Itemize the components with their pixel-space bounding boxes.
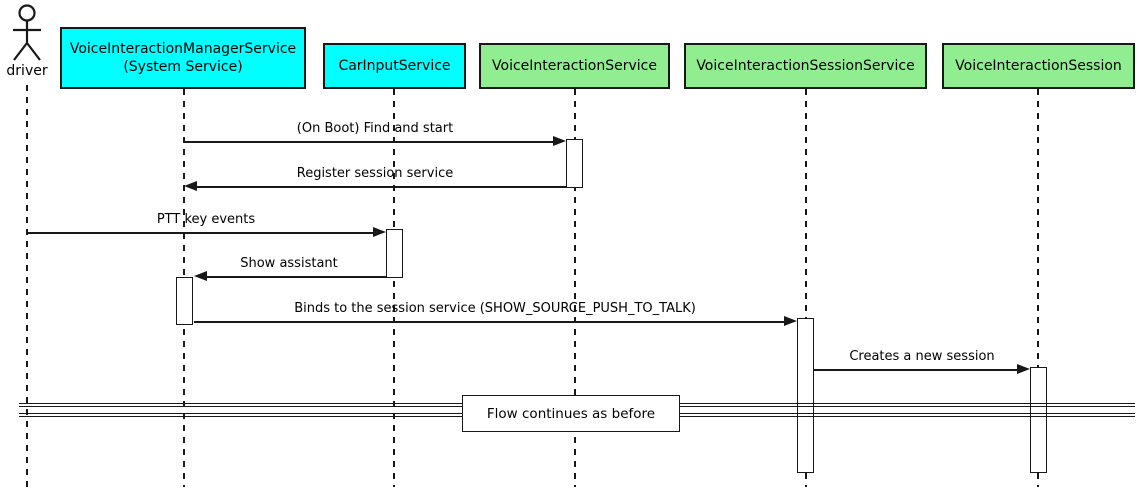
lifeline-carinputservice [393, 89, 395, 487]
participant-voiceinteractionsessionservice: VoiceInteractionSessionService [684, 43, 927, 89]
participant-voiceinteractionmanagerservice: VoiceInteractionManagerService (System S… [60, 27, 306, 89]
activation-voiceinteractionservice [566, 139, 583, 188]
lifeline-voiceinteractionservice [574, 89, 576, 487]
activation-voiceinteractionsession [1030, 367, 1047, 473]
message-line [194, 321, 785, 323]
activation-voiceinteractionsessionservice [797, 318, 814, 473]
message-label: PTT key events [156, 212, 256, 227]
message-line [196, 186, 566, 188]
message-line [814, 369, 1018, 371]
lifeline-driver [26, 85, 28, 487]
participant-label: VoiceInteractionSession [955, 57, 1122, 74]
message-line [27, 232, 373, 234]
participant-label: VoiceInteractionSessionService [696, 57, 915, 74]
divider-label: Flow continues as before [486, 405, 656, 422]
participant-sublabel: (System Service) [123, 59, 243, 75]
activation-voiceinteractionmanagerservice [176, 277, 193, 325]
message-label: (On Boot) Find and start [296, 121, 454, 136]
activation-carinputservice [386, 229, 403, 278]
message-line [184, 141, 554, 143]
arrowhead-right-icon [373, 227, 386, 237]
participant-label: VoiceInteractionService [492, 57, 657, 74]
participant-label: CarInputService [338, 57, 451, 74]
lifeline-voiceinteractionsession [1037, 89, 1039, 487]
lifeline-voiceinteractionsessionservice [805, 89, 807, 487]
participant-voiceinteractionservice: VoiceInteractionService [479, 43, 670, 89]
participant-carinputservice: CarInputService [323, 43, 466, 89]
arrowhead-right-icon [1017, 364, 1030, 374]
message-label: Register session service [296, 166, 454, 181]
actor-icon [13, 4, 41, 61]
arrowhead-right-icon [784, 316, 797, 326]
actor-label: driver [6, 63, 48, 79]
divider-label-box: Flow continues as before [462, 395, 680, 432]
arrowhead-right-icon [553, 136, 566, 146]
participant-voiceinteractionsession: VoiceInteractionSession [942, 43, 1135, 89]
arrowhead-left-icon [194, 271, 207, 281]
message-label: Show assistant [240, 256, 338, 271]
arrowhead-left-icon [184, 181, 197, 191]
message-label: Binds to the session service (SHOW_SOURC… [294, 301, 696, 316]
message-line [207, 276, 386, 278]
participant-label: VoiceInteractionManagerService [69, 40, 297, 57]
message-label: Creates a new session [849, 349, 995, 364]
